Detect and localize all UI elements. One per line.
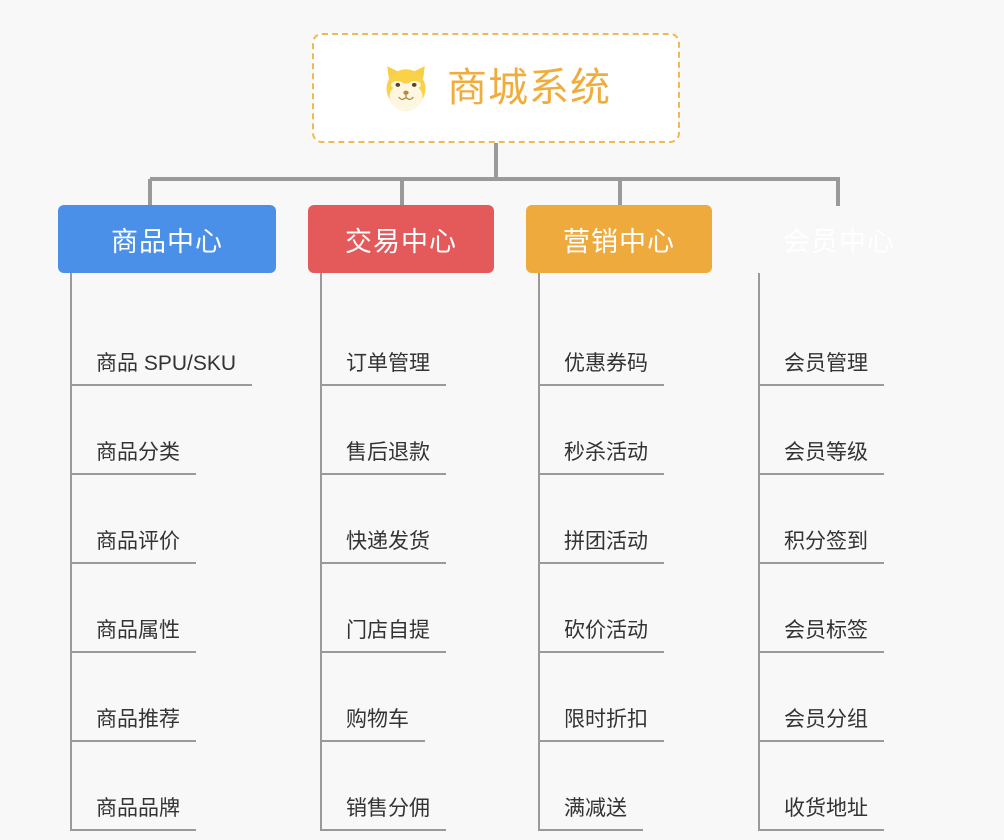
shiba-dog-face-icon bbox=[386, 66, 426, 112]
leaf-label: 销售分佣 bbox=[346, 796, 430, 820]
leaf-spine-1 bbox=[320, 273, 322, 831]
leaf-list-2: 优惠券码 秒杀活动 拼团活动 砍价活动 限时折扣 满减送 bbox=[526, 273, 712, 831]
leaf-list-1: 订单管理 售后退款 快递发货 门店自提 购物车 销售分佣 bbox=[308, 273, 494, 831]
leaf-label: 会员分组 bbox=[784, 707, 868, 731]
leaf-item[interactable]: 快递发货 bbox=[308, 475, 494, 564]
leaf-label: 会员标签 bbox=[784, 618, 868, 642]
leaf-item[interactable]: 购物车 bbox=[308, 653, 494, 742]
leaf-item[interactable]: 商品推荐 bbox=[58, 653, 276, 742]
leaf-label: 会员等级 bbox=[784, 440, 868, 464]
leaf-label: 砍价活动 bbox=[564, 618, 648, 642]
leaf-label: 订单管理 bbox=[346, 351, 430, 375]
branch-column-0: 商品中心 商品 SPU/SKU 商品分类 商品评价 商品属性 商品推荐 商品品牌 bbox=[58, 205, 276, 831]
leaf-list-0: 商品 SPU/SKU 商品分类 商品评价 商品属性 商品推荐 商品品牌 bbox=[58, 273, 276, 831]
branch-label-2: 营销中心 bbox=[563, 226, 675, 257]
leaf-label: 商品品牌 bbox=[96, 796, 180, 820]
leaf-spine-2 bbox=[538, 273, 540, 831]
leaf-label: 售后退款 bbox=[346, 440, 430, 464]
leaf-label: 购物车 bbox=[346, 707, 409, 731]
root-title: 商城系统 bbox=[447, 66, 611, 110]
leaf-item[interactable]: 收货地址 bbox=[746, 742, 932, 831]
leaf-item[interactable]: 商品 SPU/SKU bbox=[58, 297, 276, 386]
leaf-item[interactable]: 积分签到 bbox=[746, 475, 932, 564]
leaf-item[interactable]: 优惠券码 bbox=[526, 297, 712, 386]
leaf-label: 拼团活动 bbox=[564, 529, 648, 553]
branch-header-0[interactable]: 商品中心 bbox=[58, 205, 276, 273]
leaf-item[interactable]: 会员管理 bbox=[746, 297, 932, 386]
leaf-spine-3 bbox=[758, 273, 760, 831]
leaf-item[interactable]: 会员标签 bbox=[746, 564, 932, 653]
leaf-item[interactable]: 商品分类 bbox=[58, 386, 276, 475]
leaf-item[interactable]: 商品评价 bbox=[58, 475, 276, 564]
leaf-label: 商品评价 bbox=[96, 529, 180, 553]
leaf-label: 优惠券码 bbox=[564, 351, 648, 375]
leaf-item[interactable]: 门店自提 bbox=[308, 564, 494, 653]
branch-header-1[interactable]: 交易中心 bbox=[308, 205, 494, 273]
branch-header-2[interactable]: 营销中心 bbox=[526, 205, 712, 273]
branch-column-3: 会员中心 会员管理 会员等级 积分签到 会员标签 会员分组 收货地址 bbox=[746, 205, 932, 831]
leaf-item[interactable]: 售后退款 bbox=[308, 386, 494, 475]
leaf-label: 满减送 bbox=[564, 796, 627, 820]
leaf-label: 商品推荐 bbox=[96, 707, 180, 731]
leaf-item[interactable]: 商品属性 bbox=[58, 564, 276, 653]
branch-column-2: 营销中心 优惠券码 秒杀活动 拼团活动 砍价活动 限时折扣 满减送 bbox=[526, 205, 712, 831]
leaf-label: 秒杀活动 bbox=[564, 440, 648, 464]
branch-label-1: 交易中心 bbox=[345, 226, 457, 257]
leaf-label: 商品 SPU/SKU bbox=[96, 351, 237, 375]
leaf-label: 限时折扣 bbox=[564, 707, 648, 731]
leaf-item[interactable]: 秒杀活动 bbox=[526, 386, 712, 475]
leaf-label: 积分签到 bbox=[784, 529, 868, 553]
leaf-label: 会员管理 bbox=[784, 351, 868, 375]
leaf-item[interactable]: 商品品牌 bbox=[58, 742, 276, 831]
leaf-label: 门店自提 bbox=[346, 618, 430, 642]
branch-label-0: 商品中心 bbox=[111, 226, 223, 257]
leaf-label: 商品属性 bbox=[96, 618, 180, 642]
leaf-item[interactable]: 会员分组 bbox=[746, 653, 932, 742]
leaf-label: 商品分类 bbox=[96, 440, 180, 464]
branch-column-1: 交易中心 订单管理 售后退款 快递发货 门店自提 购物车 销售分佣 bbox=[308, 205, 494, 831]
leaf-spine-0 bbox=[70, 273, 72, 831]
leaf-item[interactable]: 限时折扣 bbox=[526, 653, 712, 742]
leaf-item[interactable]: 砍价活动 bbox=[526, 564, 712, 653]
leaf-item[interactable]: 会员等级 bbox=[746, 386, 932, 475]
leaf-item[interactable]: 销售分佣 bbox=[308, 742, 494, 831]
leaf-item[interactable]: 订单管理 bbox=[308, 297, 494, 386]
leaf-item[interactable]: 拼团活动 bbox=[526, 475, 712, 564]
leaf-label: 快递发货 bbox=[346, 529, 430, 553]
leaf-label: 收货地址 bbox=[784, 796, 868, 820]
leaf-list-3: 会员管理 会员等级 积分签到 会员标签 会员分组 收货地址 bbox=[746, 273, 932, 831]
leaf-item[interactable]: 满减送 bbox=[526, 742, 712, 831]
branch-header-3[interactable]: 会员中心 bbox=[746, 205, 932, 273]
branch-label-3: 会员中心 bbox=[783, 226, 895, 257]
root-node[interactable]: 商城系统 bbox=[312, 33, 680, 143]
